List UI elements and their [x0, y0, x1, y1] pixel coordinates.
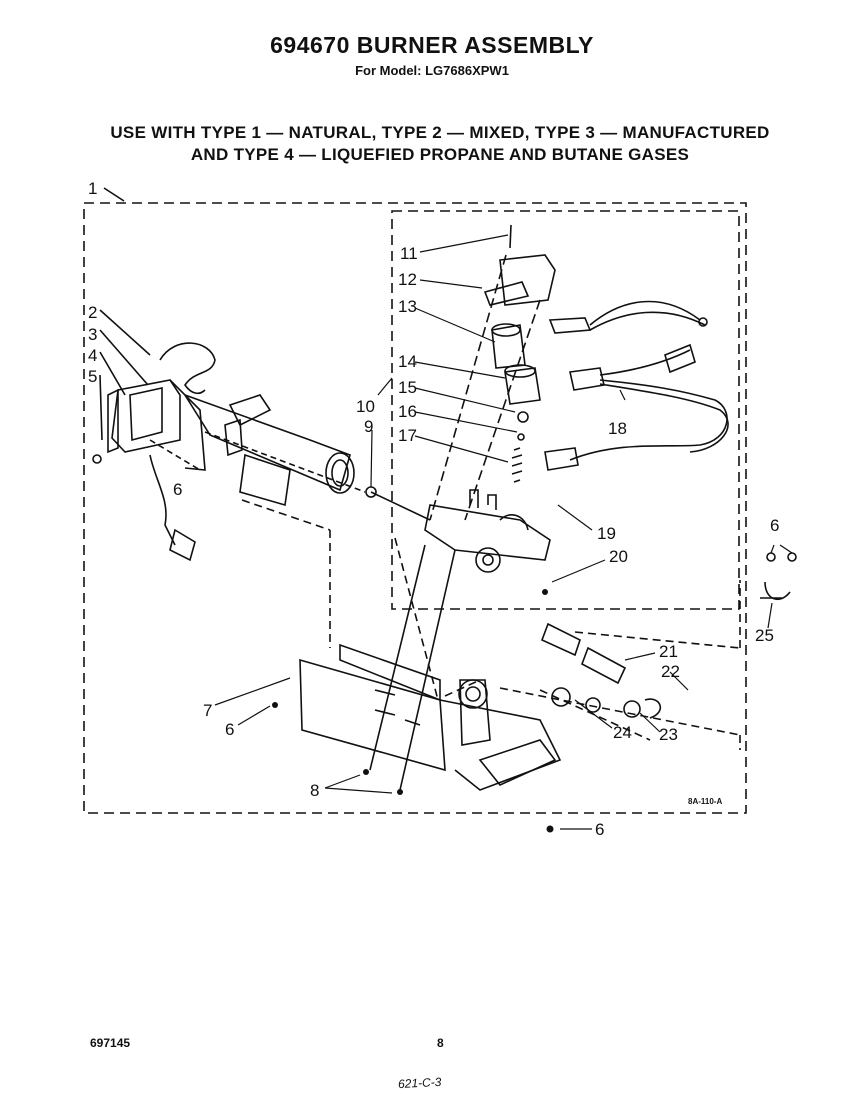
page-reference-number: 697145 — [90, 1036, 131, 1050]
gas-valve — [424, 489, 551, 573]
callout-4: 4 — [88, 346, 97, 365]
callout-22: 22 — [661, 662, 680, 681]
callout-11: 11 — [400, 244, 418, 263]
handwritten-note: 621-C-3 — [397, 1074, 442, 1092]
burner-tube — [159, 342, 355, 494]
callout-7: 7 — [203, 701, 212, 720]
callout-14: 14 — [398, 352, 417, 371]
callout-18: 18 — [608, 419, 627, 438]
mounting-bracket — [299, 643, 562, 791]
model-subtitle: For Model: LG7686XPW1 — [355, 63, 509, 78]
valve-coils — [483, 254, 556, 483]
page-number: 8 — [437, 1036, 444, 1050]
callout-20: 20 — [609, 547, 628, 566]
callout-8: 8 — [310, 781, 319, 800]
callout-19: 19 — [597, 524, 616, 543]
callout-13: 13 — [398, 297, 417, 316]
callout-1: 1 — [88, 179, 97, 198]
callout-10: 10 — [356, 397, 375, 416]
page-title: 694670 BURNER ASSEMBLY — [270, 32, 594, 58]
callout-3: 3 — [88, 325, 97, 344]
callout-15: 15 — [398, 378, 417, 397]
callout-6-bottom: 6 — [595, 820, 604, 839]
diagram-ref-code: 8A-110-A — [688, 797, 722, 806]
gas-type-instruction-line-1: USE WITH TYPE 1 — NATURAL, TYPE 2 — MIXE… — [110, 123, 770, 142]
valve-group-boundary — [391, 210, 740, 610]
callout-9: 9 — [364, 417, 373, 436]
burner-shield — [239, 453, 291, 507]
callout-21: 21 — [659, 642, 678, 661]
wiring-harness — [544, 300, 729, 471]
callout-2: 2 — [88, 303, 97, 322]
callout-25: 25 — [755, 626, 774, 645]
callouts: 1 2 3 4 5 6 7 6 8 9 10 11 12 13 14 15 16… — [88, 179, 779, 839]
callout-6-burner: 6 — [173, 480, 182, 499]
callout-17: 17 — [398, 426, 417, 445]
gas-type-instruction-line-2: AND TYPE 4 — LIQUEFIED PROPANE AND BUTAN… — [190, 145, 690, 164]
igniter-bracket — [107, 379, 206, 562]
callout-23: 23 — [659, 725, 678, 744]
callout-leaders — [214, 234, 793, 830]
leader-1 — [103, 187, 125, 202]
callout-16: 16 — [398, 402, 417, 421]
callout-24: 24 — [613, 723, 632, 742]
callout-6-bracket: 6 — [225, 720, 234, 739]
callout-5: 5 — [88, 367, 97, 386]
callout-12: 12 — [398, 270, 417, 289]
callout-6-clamp: 6 — [770, 516, 779, 535]
assembly-boundary — [83, 202, 747, 814]
fasteners — [272, 589, 554, 833]
